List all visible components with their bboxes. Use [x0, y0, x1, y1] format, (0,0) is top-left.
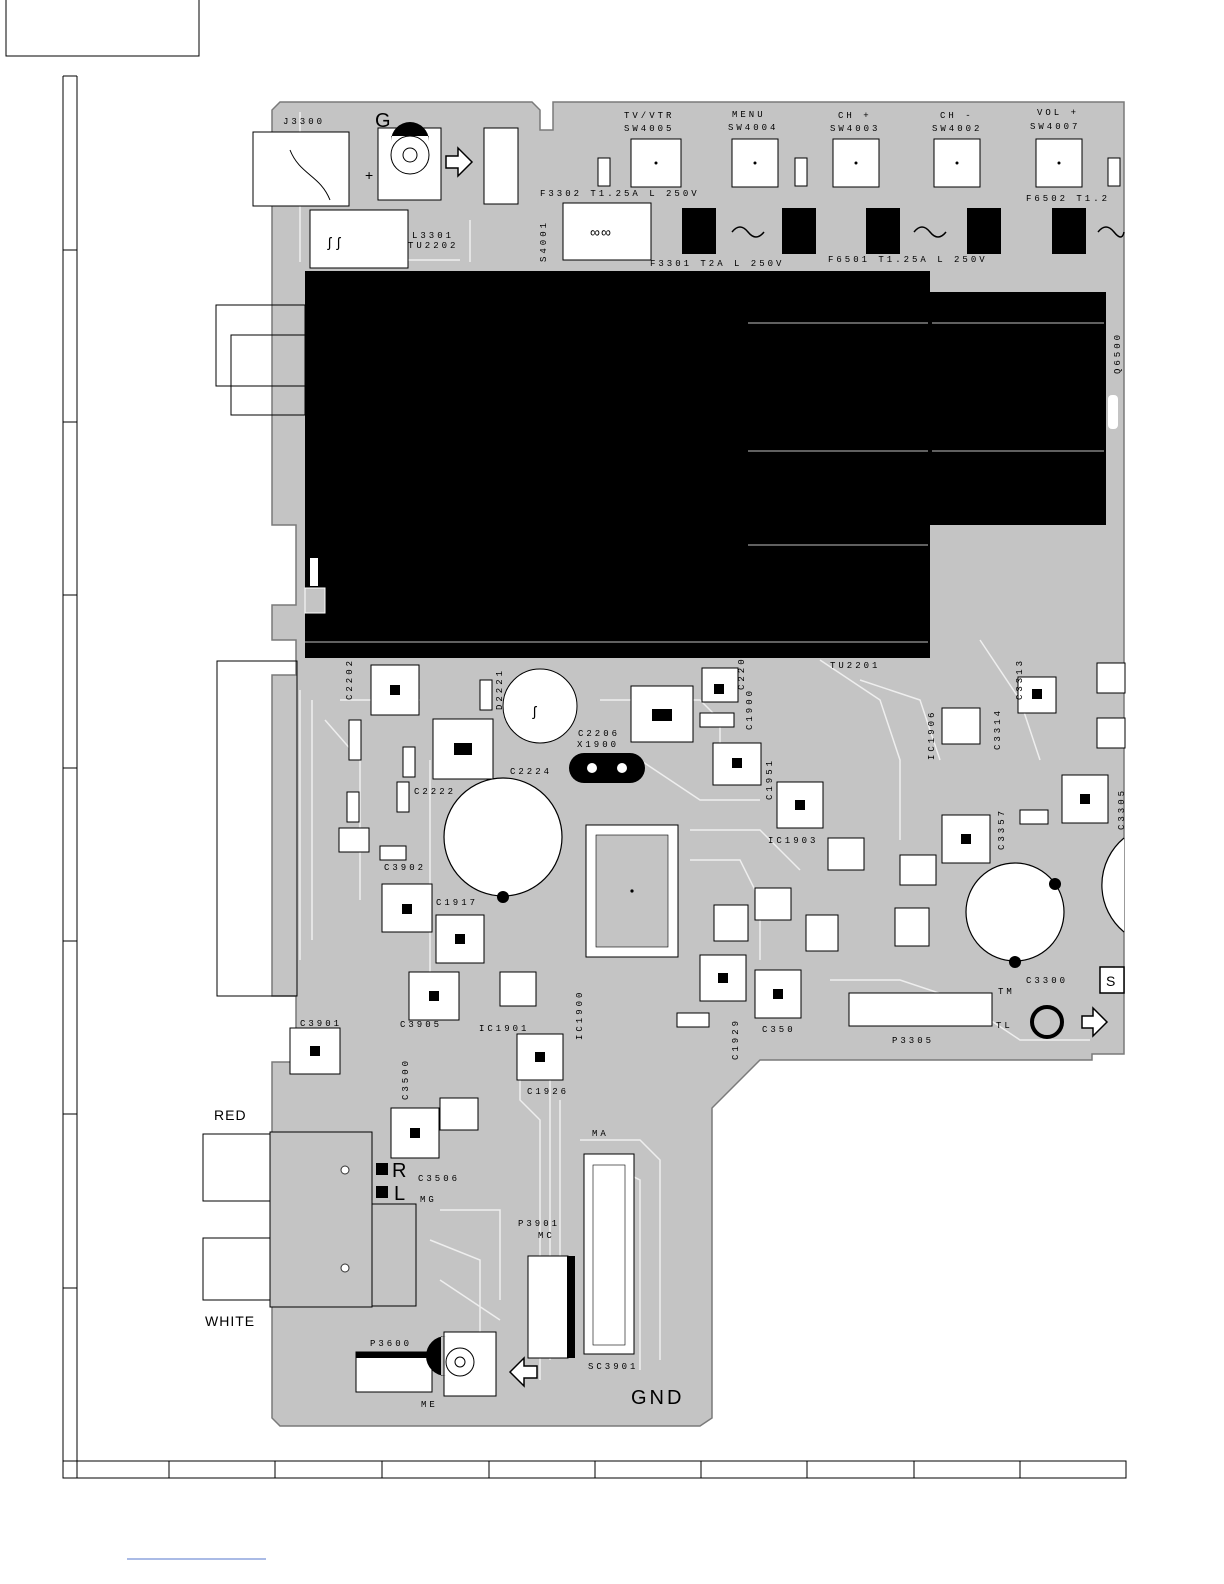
tuner-shield: [305, 271, 1106, 658]
arrow-left-icon: [445, 146, 474, 178]
label-ic1906: IC1906: [927, 710, 937, 760]
svg-text:ʃ ʃ: ʃ ʃ: [327, 234, 342, 250]
label-d2221: D2221: [495, 668, 505, 710]
label-p3305: P3305: [892, 1036, 934, 1046]
label-white: WHITE: [205, 1313, 255, 1329]
label-c3357: C3357: [997, 808, 1007, 850]
label-red: RED: [214, 1107, 247, 1123]
label-g-mark: G: [375, 110, 391, 132]
label-l: L: [394, 1183, 405, 1205]
label-c3305: C3305: [1117, 788, 1127, 830]
label-mc: MC: [538, 1231, 555, 1241]
potentiometer-p3600: [355, 1331, 538, 1397]
frame-left-ticks: [63, 249, 77, 1289]
component-cluster: ʃ: [289, 662, 1126, 1159]
connector-p3901: [527, 1153, 635, 1359]
label-c3901: C3901: [300, 1019, 342, 1029]
fuse-holder: [562, 202, 652, 261]
arrow-left-icon-bottom: [508, 1356, 538, 1388]
svg-text:ʃ: ʃ: [532, 703, 538, 719]
label-switch-1-bottom: SW4005: [624, 124, 674, 134]
label-s-box: S: [1106, 973, 1116, 989]
label-f6502: F6502 T1.2: [1026, 194, 1110, 204]
label-c2202: C2202: [345, 658, 355, 700]
svg-text:∞∞: ∞∞: [590, 224, 612, 240]
label-s4001: S4001: [539, 220, 549, 262]
label-switch-3-bottom: SW4003: [830, 124, 880, 134]
svg-text:+: +: [365, 167, 374, 183]
label-f3301: F3301 T2A L 250V: [650, 259, 784, 269]
label-p3600: P3600: [370, 1339, 412, 1349]
label-switch-5-top: VOL +: [1037, 108, 1079, 118]
label-f6501: F6501 T1.25A L 250V: [828, 255, 988, 265]
label-tu2202: TU2202: [408, 241, 458, 251]
label-me: ME: [421, 1400, 438, 1410]
label-switch-4-bottom: SW4002: [932, 124, 982, 134]
coil-l3301: [309, 209, 409, 269]
label-c3314: C3314: [993, 708, 1003, 750]
label-ic1903: IC1903: [768, 836, 818, 846]
switch-row: [597, 138, 1121, 188]
connector-block: [483, 127, 519, 205]
frame-bottom-ticks: [76, 1461, 1021, 1478]
jack-j3300: [252, 131, 350, 207]
label-switch-1-top: TV/VTR: [624, 111, 674, 121]
fuse-row: [682, 208, 1125, 254]
label-c3902: C3902: [384, 863, 426, 873]
label-tu2201: TU2201: [830, 661, 880, 671]
av-jack-block: [202, 1131, 417, 1308]
label-ic1901: IC1901: [479, 1024, 529, 1034]
label-switch-5-bottom: SW4007: [1030, 122, 1080, 132]
shield-lines: [305, 322, 1104, 643]
label-r: R: [392, 1160, 406, 1182]
label-ic1900: IC1900: [575, 990, 585, 1040]
label-tm: TM: [998, 987, 1015, 997]
connector-side-panel: [216, 660, 298, 997]
label-c2224: C2224: [510, 767, 552, 777]
label-c3313: C3313: [1015, 658, 1025, 700]
label-c3300: C3300: [1026, 976, 1068, 986]
label-x1900: X1900: [577, 740, 619, 750]
label-c2222: C2222: [414, 787, 456, 797]
label-c2209: C2209: [737, 648, 747, 690]
label-c1917: C1917: [436, 898, 478, 908]
label-p3901: P3901: [518, 1219, 560, 1229]
label-c1900: C1900: [745, 688, 755, 730]
label-c2206: C2206: [578, 729, 620, 739]
label-switch-3-top: CH +: [838, 111, 872, 121]
label-ma: MA: [592, 1129, 609, 1139]
label-c3500: C3500: [401, 1058, 411, 1100]
label-switch-4-top: CH -: [940, 111, 974, 121]
label-q6500: Q6500: [1113, 332, 1123, 374]
label-c1951: C1951: [765, 758, 775, 800]
label-gnd: GND: [631, 1387, 684, 1409]
title-box: [5, 0, 200, 57]
label-l3301: L3301: [412, 231, 454, 241]
label-f3302: F3302 T1.25A L 250V: [540, 189, 700, 199]
connector-left-2: [230, 334, 306, 416]
label-c1926: C1926: [527, 1087, 569, 1097]
label-sc3901: SC3901: [588, 1362, 638, 1372]
label-switch-2-top: MENU: [732, 110, 766, 120]
label-c1929: C1929: [731, 1018, 741, 1060]
label-c3506: C3506: [418, 1174, 460, 1184]
label-c350: C350: [762, 1025, 796, 1035]
label-j3300: J3300: [283, 117, 325, 127]
label-c3905: C3905: [400, 1020, 442, 1030]
label-switch-2-bottom: SW4004: [728, 123, 778, 133]
label-mg: MG: [420, 1195, 437, 1205]
label-tl: TL: [996, 1021, 1013, 1031]
